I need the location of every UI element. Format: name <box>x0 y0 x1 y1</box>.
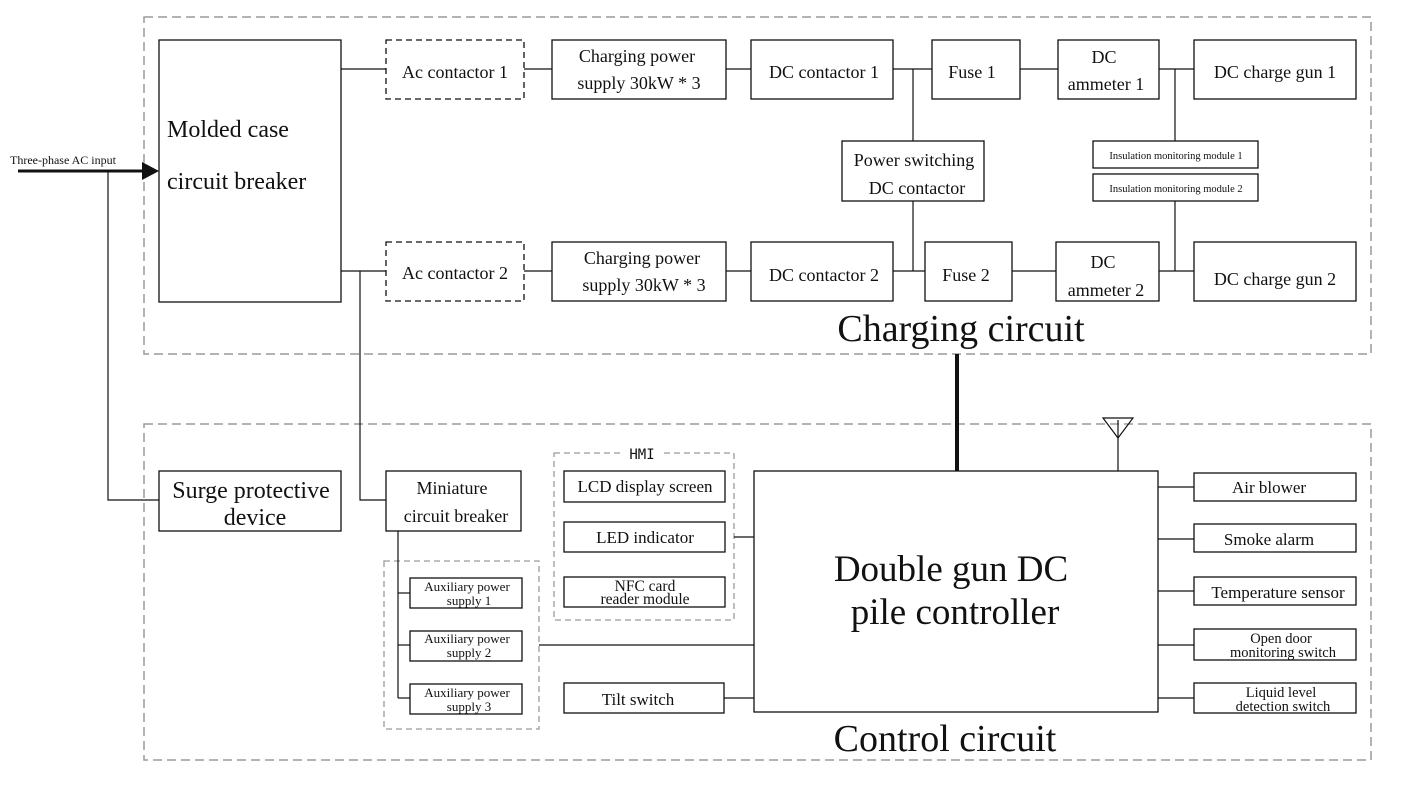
nfc-line1: NFC card <box>615 578 676 595</box>
dc-contactor-1-label: DC contactor 1 <box>769 62 879 82</box>
antenna-icon <box>1101 417 1135 471</box>
dc-ammeter-2: DC ammeter 2 <box>1055 241 1160 302</box>
dc-charge-gun-2: DC charge gun 2 <box>1193 241 1357 302</box>
ammeter-1-line1: DC <box>1091 47 1116 67</box>
insulation-2-label: Insulation monitoring module 2 <box>1109 184 1242 195</box>
temp-sensor-label: Temperature sensor <box>1211 583 1345 602</box>
ac-contactor-1-label: Ac contactor 1 <box>402 62 508 82</box>
ammeter-1-line2: ammeter 1 <box>1068 74 1144 94</box>
control-circuit-region <box>143 423 1372 761</box>
charging-circuit-title: Charging circuit <box>837 308 1085 350</box>
ammeter-2-line2: ammeter 2 <box>1068 280 1144 300</box>
auxiliary-power-supply-1: Auxiliary power supply 1 <box>409 577 523 609</box>
door-switch-line2: monitoring switch <box>1230 645 1337 661</box>
liquid-level-detection-switch: Liquid level detection switch <box>1193 682 1357 715</box>
aux-1-line2: supply 1 <box>447 593 491 608</box>
miniature-circuit-breaker: Miniature circuit breaker <box>385 470 522 532</box>
input-label: Three-phase AC input <box>10 153 117 167</box>
ac-contactor-1: Ac contactor 1 <box>385 39 525 100</box>
auxiliary-power-supply-3: Auxiliary power supply 3 <box>409 683 523 715</box>
power-switching-dc-contactor: Power switching DC contactor <box>841 140 985 202</box>
ac-contactor-2-label: Ac contactor 2 <box>402 263 508 283</box>
aux-1-line1: Auxiliary power <box>424 579 510 594</box>
surge-line1: Surge protective <box>172 478 330 504</box>
wiring <box>18 68 1194 699</box>
power-supply-2-line1: Charging power <box>584 248 700 268</box>
power-supply-1-line1: Charging power <box>579 46 695 66</box>
charging-circuit-region <box>143 16 1372 355</box>
tilt-label: Tilt switch <box>602 690 675 709</box>
double-gun-dc-pile-controller: Double gun DC pile controller <box>753 470 1159 713</box>
dc-contactor-2: DC contactor 2 <box>750 241 894 302</box>
dc-charge-gun-1: DC charge gun 1 <box>1193 39 1357 100</box>
door-switch-line1: Open door <box>1250 631 1312 647</box>
liquid-switch-line1: Liquid level <box>1246 685 1316 701</box>
input-arrow-head <box>142 162 159 180</box>
aux-2-line2: supply 2 <box>447 645 491 660</box>
air-blower: Air blower <box>1193 472 1357 502</box>
surge-line2: device <box>224 505 287 531</box>
ammeter-2-line1: DC <box>1090 252 1115 272</box>
charging-power-supply-1: Charging power supply 30kW * 3 <box>551 39 727 100</box>
fuse-2-label: Fuse 2 <box>942 265 990 285</box>
power-supply-1-line2: supply 30kW * 3 <box>577 73 700 93</box>
controller-line2: pile controller <box>851 592 1060 633</box>
led-label: LED indicator <box>596 528 694 547</box>
air-blower-label: Air blower <box>1232 478 1306 497</box>
temperature-sensor: Temperature sensor <box>1193 576 1357 606</box>
fuse-1-label: Fuse 1 <box>948 62 996 82</box>
open-door-monitoring-switch: Open door monitoring switch <box>1193 628 1357 661</box>
ac-contactor-2: Ac contactor 2 <box>385 241 525 302</box>
surge-protective-device: Surge protective device <box>158 470 342 532</box>
nfc-line2: reader module <box>600 591 689 608</box>
aux-3-line2: supply 3 <box>447 699 491 714</box>
dc-contactor-2-label: DC contactor 2 <box>769 265 879 285</box>
smoke-alarm: Smoke alarm <box>1193 523 1357 553</box>
gun-1-label: DC charge gun 1 <box>1214 62 1336 82</box>
charging-power-supply-2: Charging power supply 30kW * 3 <box>551 241 727 302</box>
insulation-monitoring-module-1: Insulation monitoring module 1 <box>1092 140 1259 169</box>
power-supply-2-line2: supply 30kW * 3 <box>582 275 705 295</box>
molded-case-breaker: Molded case circuit breaker <box>158 39 342 303</box>
smoke-alarm-label: Smoke alarm <box>1224 530 1314 549</box>
lcd-label: LCD display screen <box>577 477 713 496</box>
power-switching-line2: DC contactor <box>869 178 965 198</box>
breaker-label-line2: circuit breaker <box>167 169 306 195</box>
aux-3-line1: Auxiliary power <box>424 685 510 700</box>
hmi-label-gap <box>620 445 664 461</box>
gun-2-label: DC charge gun 2 <box>1214 269 1336 289</box>
aux-supply-group <box>383 560 540 730</box>
control-circuit-title: Control circuit <box>834 718 1057 760</box>
dc-ammeter-1: DC ammeter 1 <box>1057 39 1160 100</box>
hmi-label: HMI <box>629 447 654 463</box>
mcb-line1: Miniature <box>417 478 488 498</box>
breaker-label-line1: Molded case <box>167 117 289 143</box>
tilt-switch: Tilt switch <box>563 682 725 714</box>
mcb-line2: circuit breaker <box>404 506 508 526</box>
liquid-switch-line2: detection switch <box>1236 699 1331 715</box>
controller-line1: Double gun DC <box>834 549 1068 590</box>
dc-contactor-1: DC contactor 1 <box>750 39 894 100</box>
aux-2-line1: Auxiliary power <box>424 631 510 646</box>
insulation-1-label: Insulation monitoring module 1 <box>1109 151 1242 162</box>
lcd-display-screen: LCD display screen <box>563 470 726 503</box>
nfc-card-reader-module: NFC card reader module <box>563 576 726 608</box>
power-switching-line1: Power switching <box>854 150 975 170</box>
fuse-1: Fuse 1 <box>931 39 1021 100</box>
led-indicator: LED indicator <box>563 521 726 553</box>
fuse-2: Fuse 2 <box>924 241 1013 302</box>
auxiliary-power-supply-2: Auxiliary power supply 2 <box>409 630 523 662</box>
insulation-monitoring-module-2: Insulation monitoring module 2 <box>1092 173 1259 202</box>
